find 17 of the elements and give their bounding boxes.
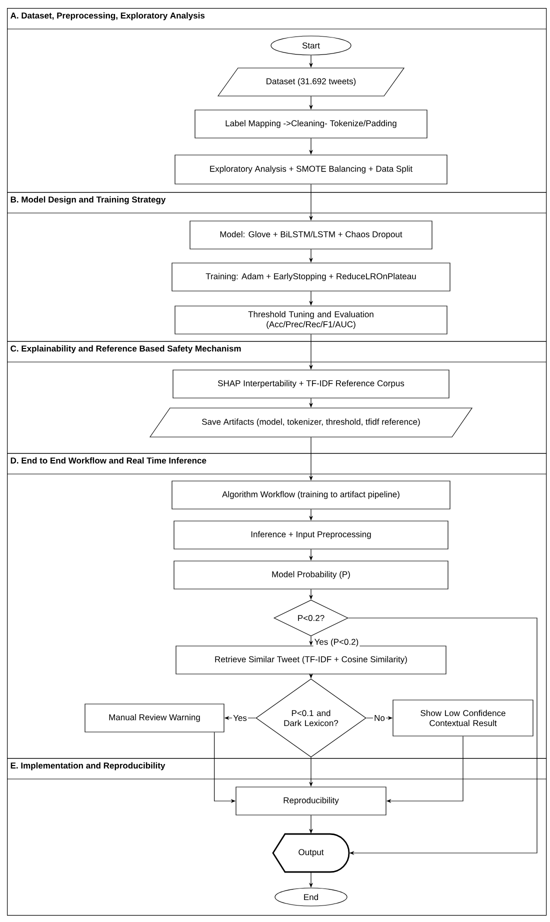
process-box: Model Probability (P): [174, 560, 448, 590]
process-box: Model: Glove + BiLSTM/LSTM + Chaos Dropout: [190, 220, 432, 250]
process-box: Inference + Input Preprocessing: [174, 520, 448, 550]
edge-label: Yes (P<0.2): [313, 638, 360, 648]
process-box: Retrieve Similar Tweet (TF-IDF + Cosine Similarity): [176, 646, 446, 674]
arrow: [348, 618, 538, 856]
process-box: Label Mapping ->Cleaning- Tokenize/Padding: [194, 110, 428, 138]
edge-label: Yes: [232, 714, 248, 722]
process-box: SHAP Interpertability + TF-IDF Reference Corpus: [172, 370, 450, 398]
process-box: Algorithm Workflow (training to artifact pipeline): [172, 480, 450, 510]
process-box: Threshold Tuning and Evaluation (Acc/Prec/Rec/F1/AUC): [174, 306, 448, 334]
process-box: Show Low Confidence Contextual Result: [392, 700, 534, 736]
edge-label: No: [373, 714, 386, 722]
process-box: Training: Adam + EarlyStopping + ReduceLROnPlateau: [172, 262, 450, 292]
process-box: Exploratory Analysis + SMOTE Balancing + Data Split: [174, 154, 448, 184]
process-box: Manual Review Warning: [84, 704, 224, 732]
process-box: Reproducibility: [236, 786, 386, 816]
